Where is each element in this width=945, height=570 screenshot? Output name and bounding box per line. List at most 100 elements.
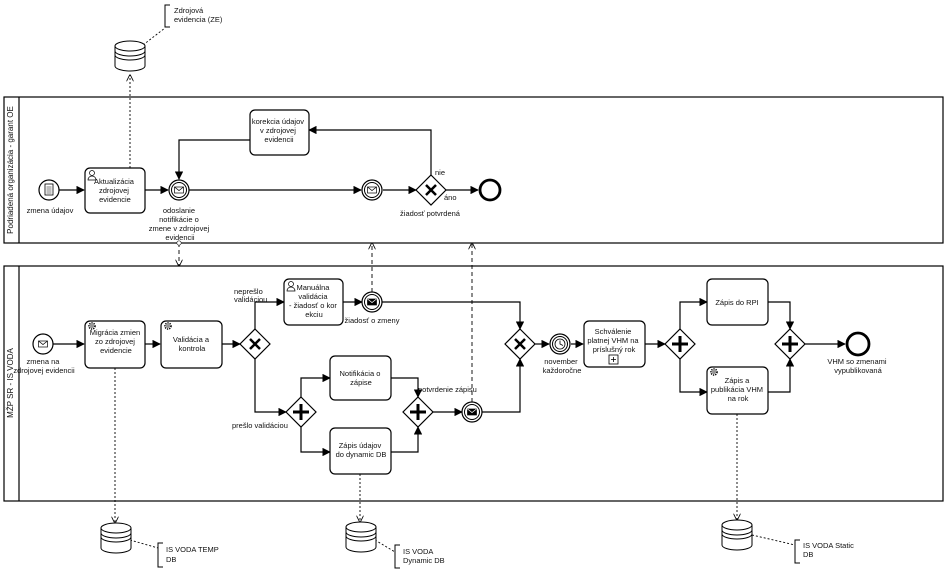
gateway-parallel-join[interactable]	[402, 396, 434, 428]
clock-icon	[554, 338, 566, 350]
pool-bottom: MŽP SR - IS VODA	[3, 265, 944, 502]
flow-split-to-publikacia	[679, 359, 708, 397]
flow-ziadost-to-xor2	[382, 301, 525, 330]
annotation-bracket-temp	[157, 542, 163, 568]
task-zapis-publikacia-label: Zápis a publikácia VHM na rok	[711, 376, 765, 403]
task-zapis-udajov-label: Zápis údajov do dynamic DB	[336, 441, 387, 459]
plus-icon	[672, 336, 688, 352]
flow-potvrdenie-to-xor2	[482, 358, 525, 413]
task-manualna-label: Manuálna validácia - žiadosť o kor ekciu	[289, 283, 339, 319]
envelope-icon	[467, 408, 477, 416]
label-odoslanie: odoslanie notifikácie o zmene v zdrojove…	[149, 206, 212, 242]
data-associations	[115, 27, 796, 553]
flow-label-preslo: prešlo validáciou	[232, 421, 288, 430]
plus-icon	[782, 336, 798, 352]
start-event-zmena-na-zdrojovej[interactable]	[32, 333, 54, 355]
flow-label-nie: nie	[435, 168, 445, 177]
document-icon	[44, 183, 54, 196]
message-flows	[179, 243, 472, 402]
end-event-vhm[interactable]	[845, 331, 871, 357]
flow-gateway-to-korekcia-nie	[308, 125, 432, 176]
gear-icon	[710, 368, 718, 376]
end-event-top[interactable]	[478, 178, 502, 202]
pool-bottom-label: MŽP SR - IS VODA	[6, 348, 15, 418]
task-migracia[interactable]: Migrácia zmien zo zdrojovej evidencie	[84, 320, 146, 369]
flow-xor-to-parallel	[254, 359, 287, 417]
flow-rpi-to-join	[768, 301, 795, 330]
sequence-flows	[53, 125, 846, 457]
envelope-icon	[38, 340, 48, 348]
task-korekcia[interactable]: korekcia údajov v zdrojovej evidencii	[249, 109, 310, 156]
task-aktualizacia[interactable]: Aktualizácia zdrojovej evidencie	[84, 167, 146, 214]
pool-top: Podriadená organizácia - garant OE	[3, 96, 944, 244]
flow-xor-to-manualna	[254, 297, 285, 329]
gateway-parallel-join-2[interactable]	[774, 328, 806, 360]
assoc-ze-annotation	[142, 27, 166, 46]
envelope-icon	[367, 186, 377, 194]
plus-icon	[293, 404, 309, 420]
task-zapis-rpi-label: Zápis do RPI	[715, 298, 758, 307]
subprocess-schvalenie-label: Schválenie platnej VHM na príslušný rok	[587, 327, 640, 354]
annotation-bracket-static	[794, 539, 800, 564]
pool-top-label: Podriadená organizácia - garant OE	[6, 106, 15, 234]
task-validacia[interactable]: Validácia a kontrola	[160, 320, 223, 369]
assoc-dynamic-annotation	[374, 539, 396, 553]
event-ziadost-o-zmeny[interactable]	[361, 291, 383, 313]
gateway-exclusive-merge[interactable]	[504, 328, 536, 360]
data-store-dynamic-icon	[345, 521, 377, 553]
flow-zapis-to-join	[391, 426, 423, 453]
flow-parallel-to-notifikacia	[300, 373, 331, 397]
annotation-bracket-ze	[164, 4, 170, 28]
gateway-parallel-split-2[interactable]	[664, 328, 696, 360]
label-zmena-na: zmena na zdrojovej evidencii	[13, 357, 75, 375]
data-store-ze-icon	[114, 40, 146, 72]
flow-parallel-to-zapis	[300, 427, 331, 457]
flow-split-to-rpi	[679, 297, 708, 329]
timer-event-november[interactable]	[549, 333, 571, 355]
x-icon	[425, 184, 437, 196]
gateway-parallel-split[interactable]	[285, 396, 317, 428]
user-icon	[286, 281, 296, 292]
plus-icon	[410, 404, 426, 420]
envelope-icon	[174, 186, 184, 194]
envelope-icon	[367, 298, 377, 306]
flow-publikacia-to-join	[768, 358, 795, 393]
label-ziadost-zmeny: žiadosť o zmeny	[345, 316, 400, 325]
assoc-temp-annotation	[129, 539, 159, 549]
gateway-exclusive-validacia[interactable]	[239, 328, 271, 360]
label-november: november každoročne	[543, 357, 582, 375]
task-zapis-udajov[interactable]: Zápis údajov do dynamic DB	[329, 427, 392, 475]
gateway-exclusive-top[interactable]	[415, 174, 447, 206]
x-icon	[514, 338, 526, 350]
task-korekcia-label: korekcia údajov v zdrojovej evidencii	[252, 117, 306, 144]
label-zmena-udajov: zmena údajov	[27, 206, 74, 215]
task-zapis-publikacia[interactable]: Zápis a publikácia VHM na rok	[706, 366, 769, 415]
x-icon	[249, 338, 261, 350]
start-event-zmena-udajov[interactable]	[38, 179, 60, 201]
event-catch-message[interactable]	[361, 179, 383, 201]
data-store-temp-icon	[100, 522, 132, 554]
flow-label-ano: áno	[444, 193, 457, 202]
annotation-bracket-dynamic	[394, 544, 400, 569]
flow-notifikacia-to-join	[391, 377, 423, 398]
event-odoslanie-notifikacie[interactable]	[168, 179, 190, 201]
task-notifikacia[interactable]: Notifikácia o zápise	[329, 355, 392, 401]
label-potvrdenie-zapisu: potvrdenie zápisu	[418, 385, 477, 394]
user-icon	[87, 170, 97, 181]
task-validacia-label: Validácia a kontrola	[173, 335, 211, 353]
flow-label-neproslo: neprešlo validáciou	[234, 287, 267, 304]
task-zapis-rpi[interactable]: Zápis do RPI	[706, 278, 769, 326]
task-aktualizacia-label: Aktualizácia zdrojovej evidencie	[94, 177, 136, 204]
data-store-static-icon	[721, 519, 753, 551]
task-migracia-label: Migrácia zmien zo zdrojovej evidencie	[90, 328, 143, 355]
subprocess-schvalenie[interactable]: Schválenie platnej VHM na príslušný rok	[583, 320, 646, 368]
task-manualna-validacia[interactable]: Manuálna validácia - žiadosť o kor ekciu	[283, 278, 344, 326]
gear-icon	[164, 322, 172, 330]
subprocess-plus-icon	[608, 354, 619, 365]
event-potvrdenie-zapisu[interactable]	[461, 401, 483, 423]
